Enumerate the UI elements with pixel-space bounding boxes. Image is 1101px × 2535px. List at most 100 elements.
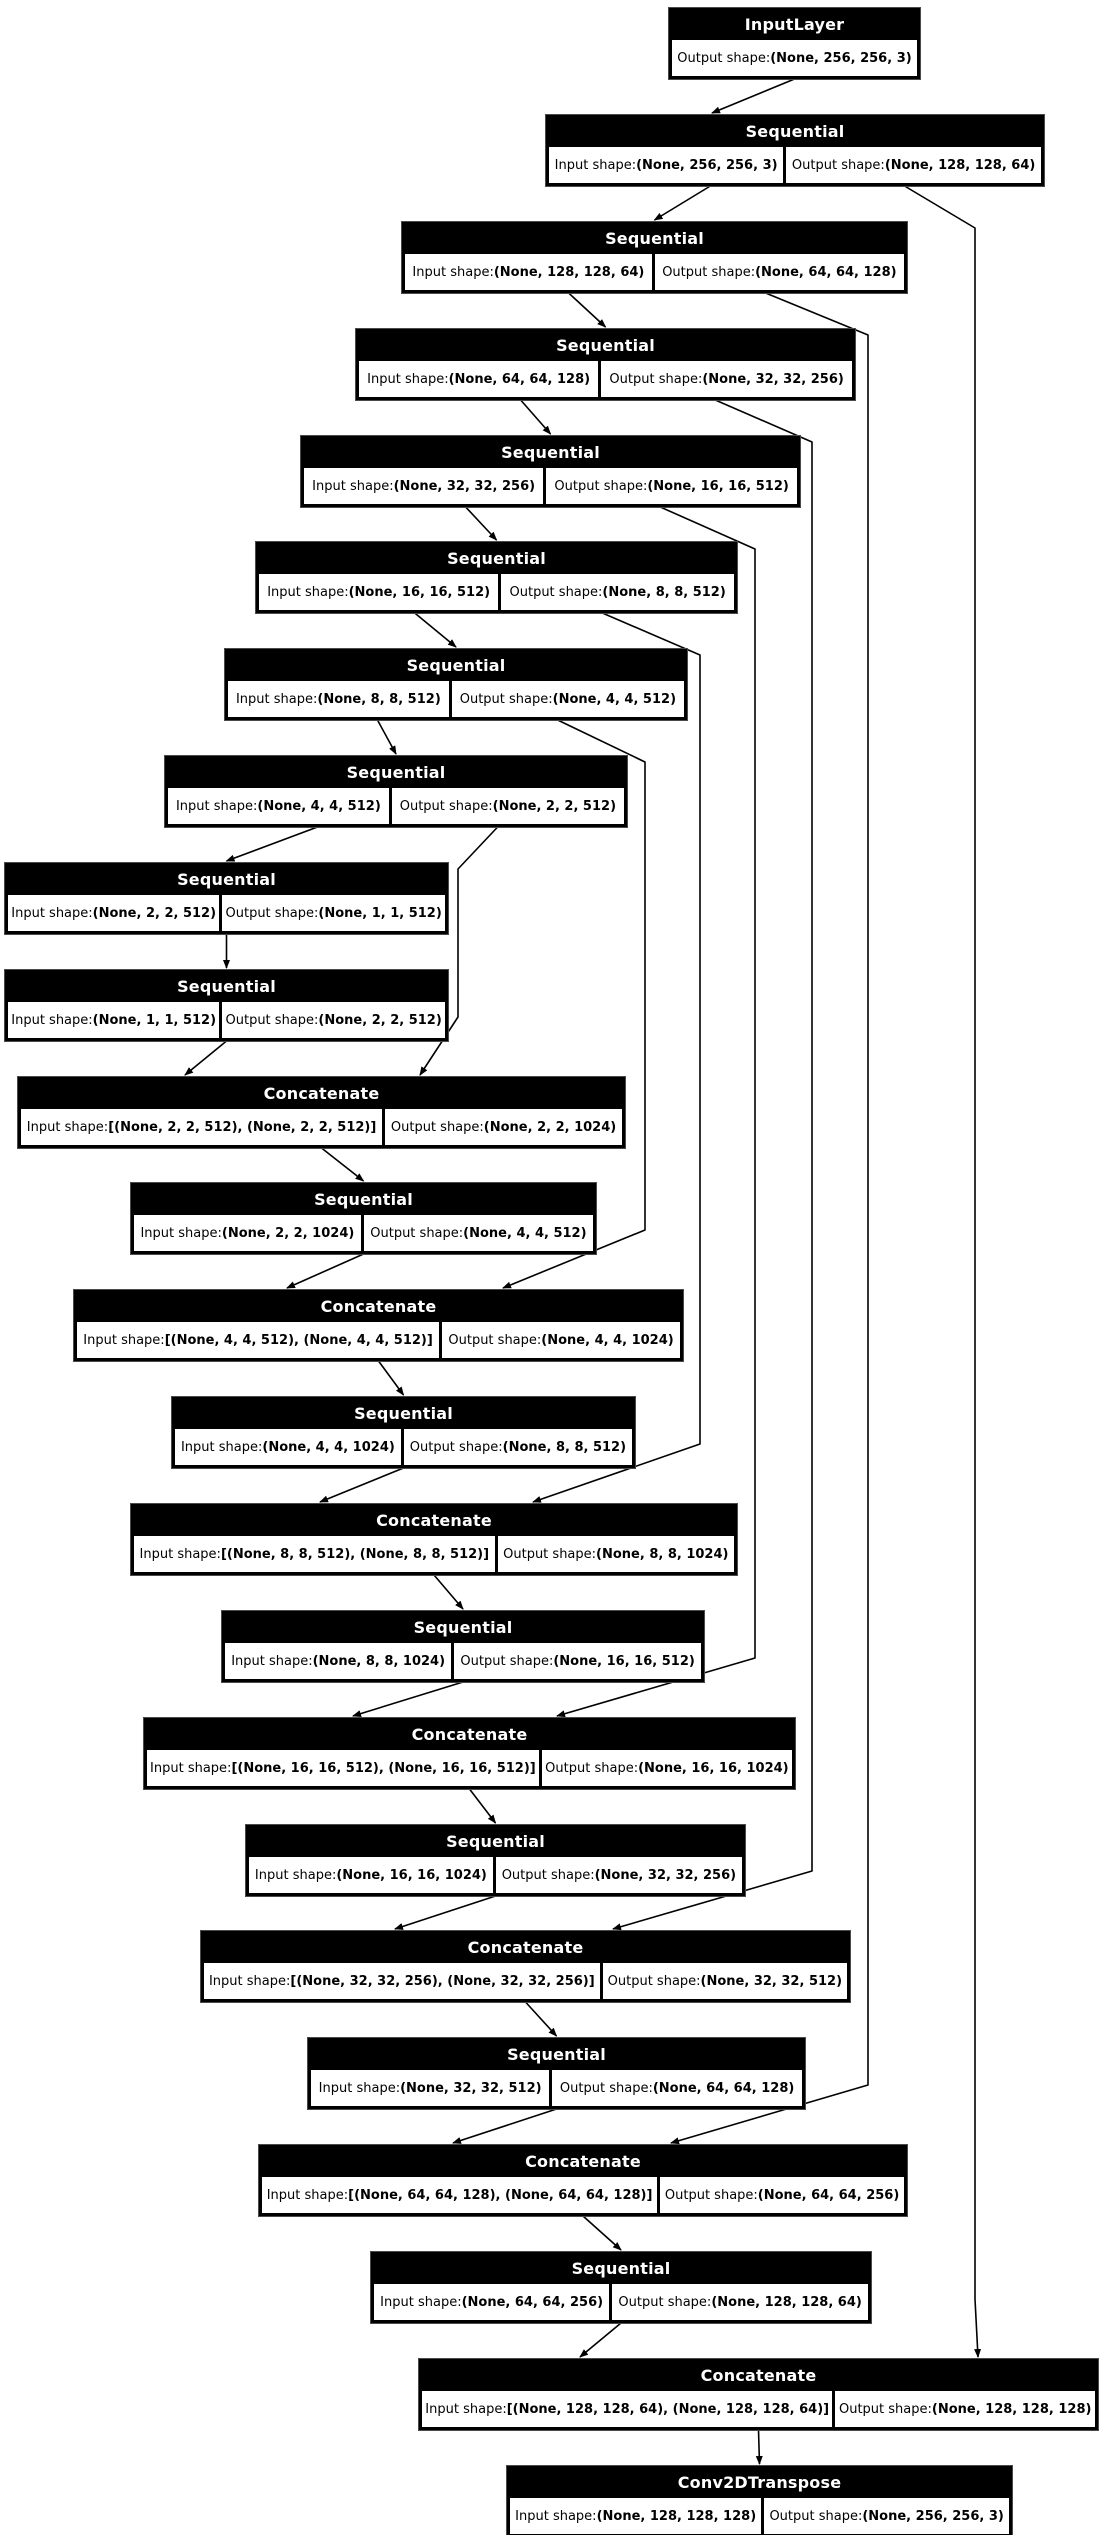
input-shape-cell: Input shape: [(None, 2, 2, 512), (None, … (21, 1109, 383, 1145)
shape-label: Output shape: (460, 1653, 554, 1669)
shape-value: [(None, 4, 4, 512), (None, 4, 4, 512)] (164, 1332, 433, 1348)
shape-value: (None, 32, 32, 256) (702, 371, 844, 387)
edge-chain-18-19 (524, 2001, 558, 2037)
shape-label: Output shape: (399, 798, 493, 814)
shape-row: Input shape: (None, 64, 64, 256)Output s… (374, 2284, 869, 2320)
shape-row: Input shape: (None, 16, 16, 1024)Output … (249, 1857, 743, 1893)
layer-title: Sequential (745, 121, 845, 141)
shape-value: [(None, 8, 8, 512), (None, 8, 8, 512)] (220, 1546, 490, 1562)
shape-label: Output shape: (459, 691, 553, 707)
shape-label: Input shape: (318, 2080, 401, 2096)
edge-chain-10-11 (321, 1147, 365, 1182)
edge-skip-6-12 (502, 719, 646, 1289)
shape-value: (None, 64, 64, 256) (461, 2294, 604, 2310)
shape-value: (None, 64, 64, 128) (652, 2080, 795, 2096)
edge-skip-4-16 (556, 506, 756, 1718)
layer-title: Sequential (346, 762, 446, 782)
shape-row: Input shape: [(None, 128, 128, 64), (Non… (422, 2391, 1095, 2427)
shape-value: (None, 4, 4, 512) (463, 1225, 587, 1241)
shape-label: Input shape: (83, 1332, 165, 1348)
output-shape-cell: Output shape: (None, 16, 16, 1024) (541, 1750, 792, 1786)
shape-label: Input shape: (267, 584, 349, 600)
output-shape-cell: Output shape: (None, 32, 32, 256) (495, 1857, 743, 1893)
output-shape-cell: Output shape: (None, 128, 128, 64) (612, 2284, 869, 2320)
edge-chain-3-4 (520, 399, 552, 435)
input-shape-cell: Input shape: (None, 32, 32, 512) (311, 2070, 550, 2106)
shape-label: Input shape: (412, 264, 494, 280)
shape-label: Output shape: (618, 2294, 712, 2310)
shape-value: (None, 16, 16, 1024) (336, 1867, 487, 1883)
output-shape-cell: Output shape: (None, 1, 1, 512) (222, 895, 445, 931)
edge-chain-20-21 (582, 2215, 622, 2251)
shape-label: Input shape: (380, 2294, 462, 2310)
shape-row: Input shape: (None, 32, 32, 512)Output s… (311, 2070, 802, 2106)
edge-skip-1-22 (904, 185, 982, 2358)
layer-title: Concatenate (320, 1296, 437, 1316)
layer-title: Sequential (177, 976, 276, 996)
edge-skip-5-14 (532, 612, 701, 1503)
shape-label: Input shape: (180, 1439, 263, 1455)
shape-label: Output shape: (769, 2508, 863, 2524)
edge-chain-11-12 (286, 1253, 364, 1289)
shape-label: Output shape: (545, 1760, 639, 1776)
shape-value: (None, 16, 16, 512) (348, 584, 491, 600)
edge-chain-5-6 (414, 612, 457, 648)
shape-value: (None, 128, 128, 64) (884, 157, 1036, 173)
input-shape-cell: Input shape: (None, 8, 8, 1024) (225, 1643, 452, 1679)
shape-value: (None, 2, 2, 1024) (483, 1119, 617, 1135)
shape-value: (None, 32, 32, 256) (594, 1867, 737, 1883)
layer-title: InputLayer (744, 14, 845, 34)
output-shape-cell: Output shape: (None, 2, 2, 1024) (385, 1109, 622, 1145)
shape-label: Output shape: (409, 1439, 503, 1455)
shape-value: (None, 8, 8, 512) (317, 691, 441, 707)
shape-label: Input shape: (254, 1867, 337, 1883)
input-shape-cell: Input shape: (None, 64, 64, 256) (374, 2284, 610, 2320)
edge-chain-17-18 (394, 1895, 496, 1930)
shape-value: (None, 32, 32, 512) (400, 2080, 542, 2096)
shape-row: Input shape: (None, 4, 4, 512) Output sha… (168, 788, 624, 824)
shape-label: Output shape: (509, 584, 603, 600)
layer-title: Sequential (446, 1831, 545, 1851)
shape-value: [(None, 64, 64, 128), (None, 64, 64, 128… (348, 2187, 653, 2203)
input-shape-cell: Input shape: (None, 16, 16, 1024) (249, 1857, 493, 1893)
shape-label: Input shape: (208, 1973, 291, 1989)
output-shape-cell: Output shape: (None, 128, 128, 128) (835, 2391, 1095, 2427)
shape-value: (None, 8, 8, 512) (502, 1439, 627, 1455)
edge-chain-16-17 (468, 1788, 497, 1824)
shape-row: Input shape: (None, 2, 2, 1024)Output sh… (134, 1215, 594, 1251)
shape-value: (None, 1, 1, 512) (318, 905, 442, 921)
output-shape-cell: Output shape: (None, 64, 64, 128) (654, 254, 905, 290)
shape-value: (None, 4, 4, 512) (257, 798, 381, 814)
edge-chain-2-3 (568, 292, 607, 328)
shape-value: (None, 128, 128, 128) (596, 2508, 757, 2524)
shape-row: Input shape: [(None, 4, 4, 512), (None, … (77, 1322, 680, 1358)
shape-row: Input shape: (None, 8, 8, 1024) Output sh… (225, 1643, 702, 1679)
shape-label: Output shape: (225, 1012, 319, 1028)
output-shape-cell: Output shape: (None, 256, 256, 3) (764, 2498, 1009, 2534)
shape-label: Input shape: (140, 1225, 222, 1241)
shape-label: Output shape: (664, 2187, 758, 2203)
layer-title: Concatenate (263, 1083, 380, 1103)
layer-title: Sequential (556, 335, 655, 355)
edge-chain-7-8 (225, 826, 318, 862)
input-shape-cell: Input shape: (None, 32, 32, 256) (304, 468, 544, 504)
shape-value: [(None, 32, 32, 256), (None, 32, 32, 256… (290, 1973, 595, 1989)
shape-row: Input shape: (None, 64, 64, 128)Output s… (359, 361, 852, 397)
shape-label: Output shape: (503, 1546, 597, 1562)
input-shape-cell: Input shape: (None, 4, 4, 512) (168, 788, 389, 824)
shape-label: Input shape: (11, 1012, 93, 1028)
shape-row: Input shape: [(None, 8, 8, 512), (None, … (134, 1536, 734, 1572)
shape-value: (None, 256, 256, 3) (862, 2508, 1004, 2524)
layer-title: Sequential (354, 1403, 453, 1423)
edge-chain-21-22 (579, 2322, 622, 2358)
shape-label: Output shape: (225, 905, 319, 921)
layer-title: Sequential (605, 228, 704, 248)
shape-row: Input shape: (None, 8, 8, 512)Output sha… (228, 681, 684, 717)
output-shape-cell: Output shape: (None, 4, 4, 512) (363, 1215, 594, 1251)
